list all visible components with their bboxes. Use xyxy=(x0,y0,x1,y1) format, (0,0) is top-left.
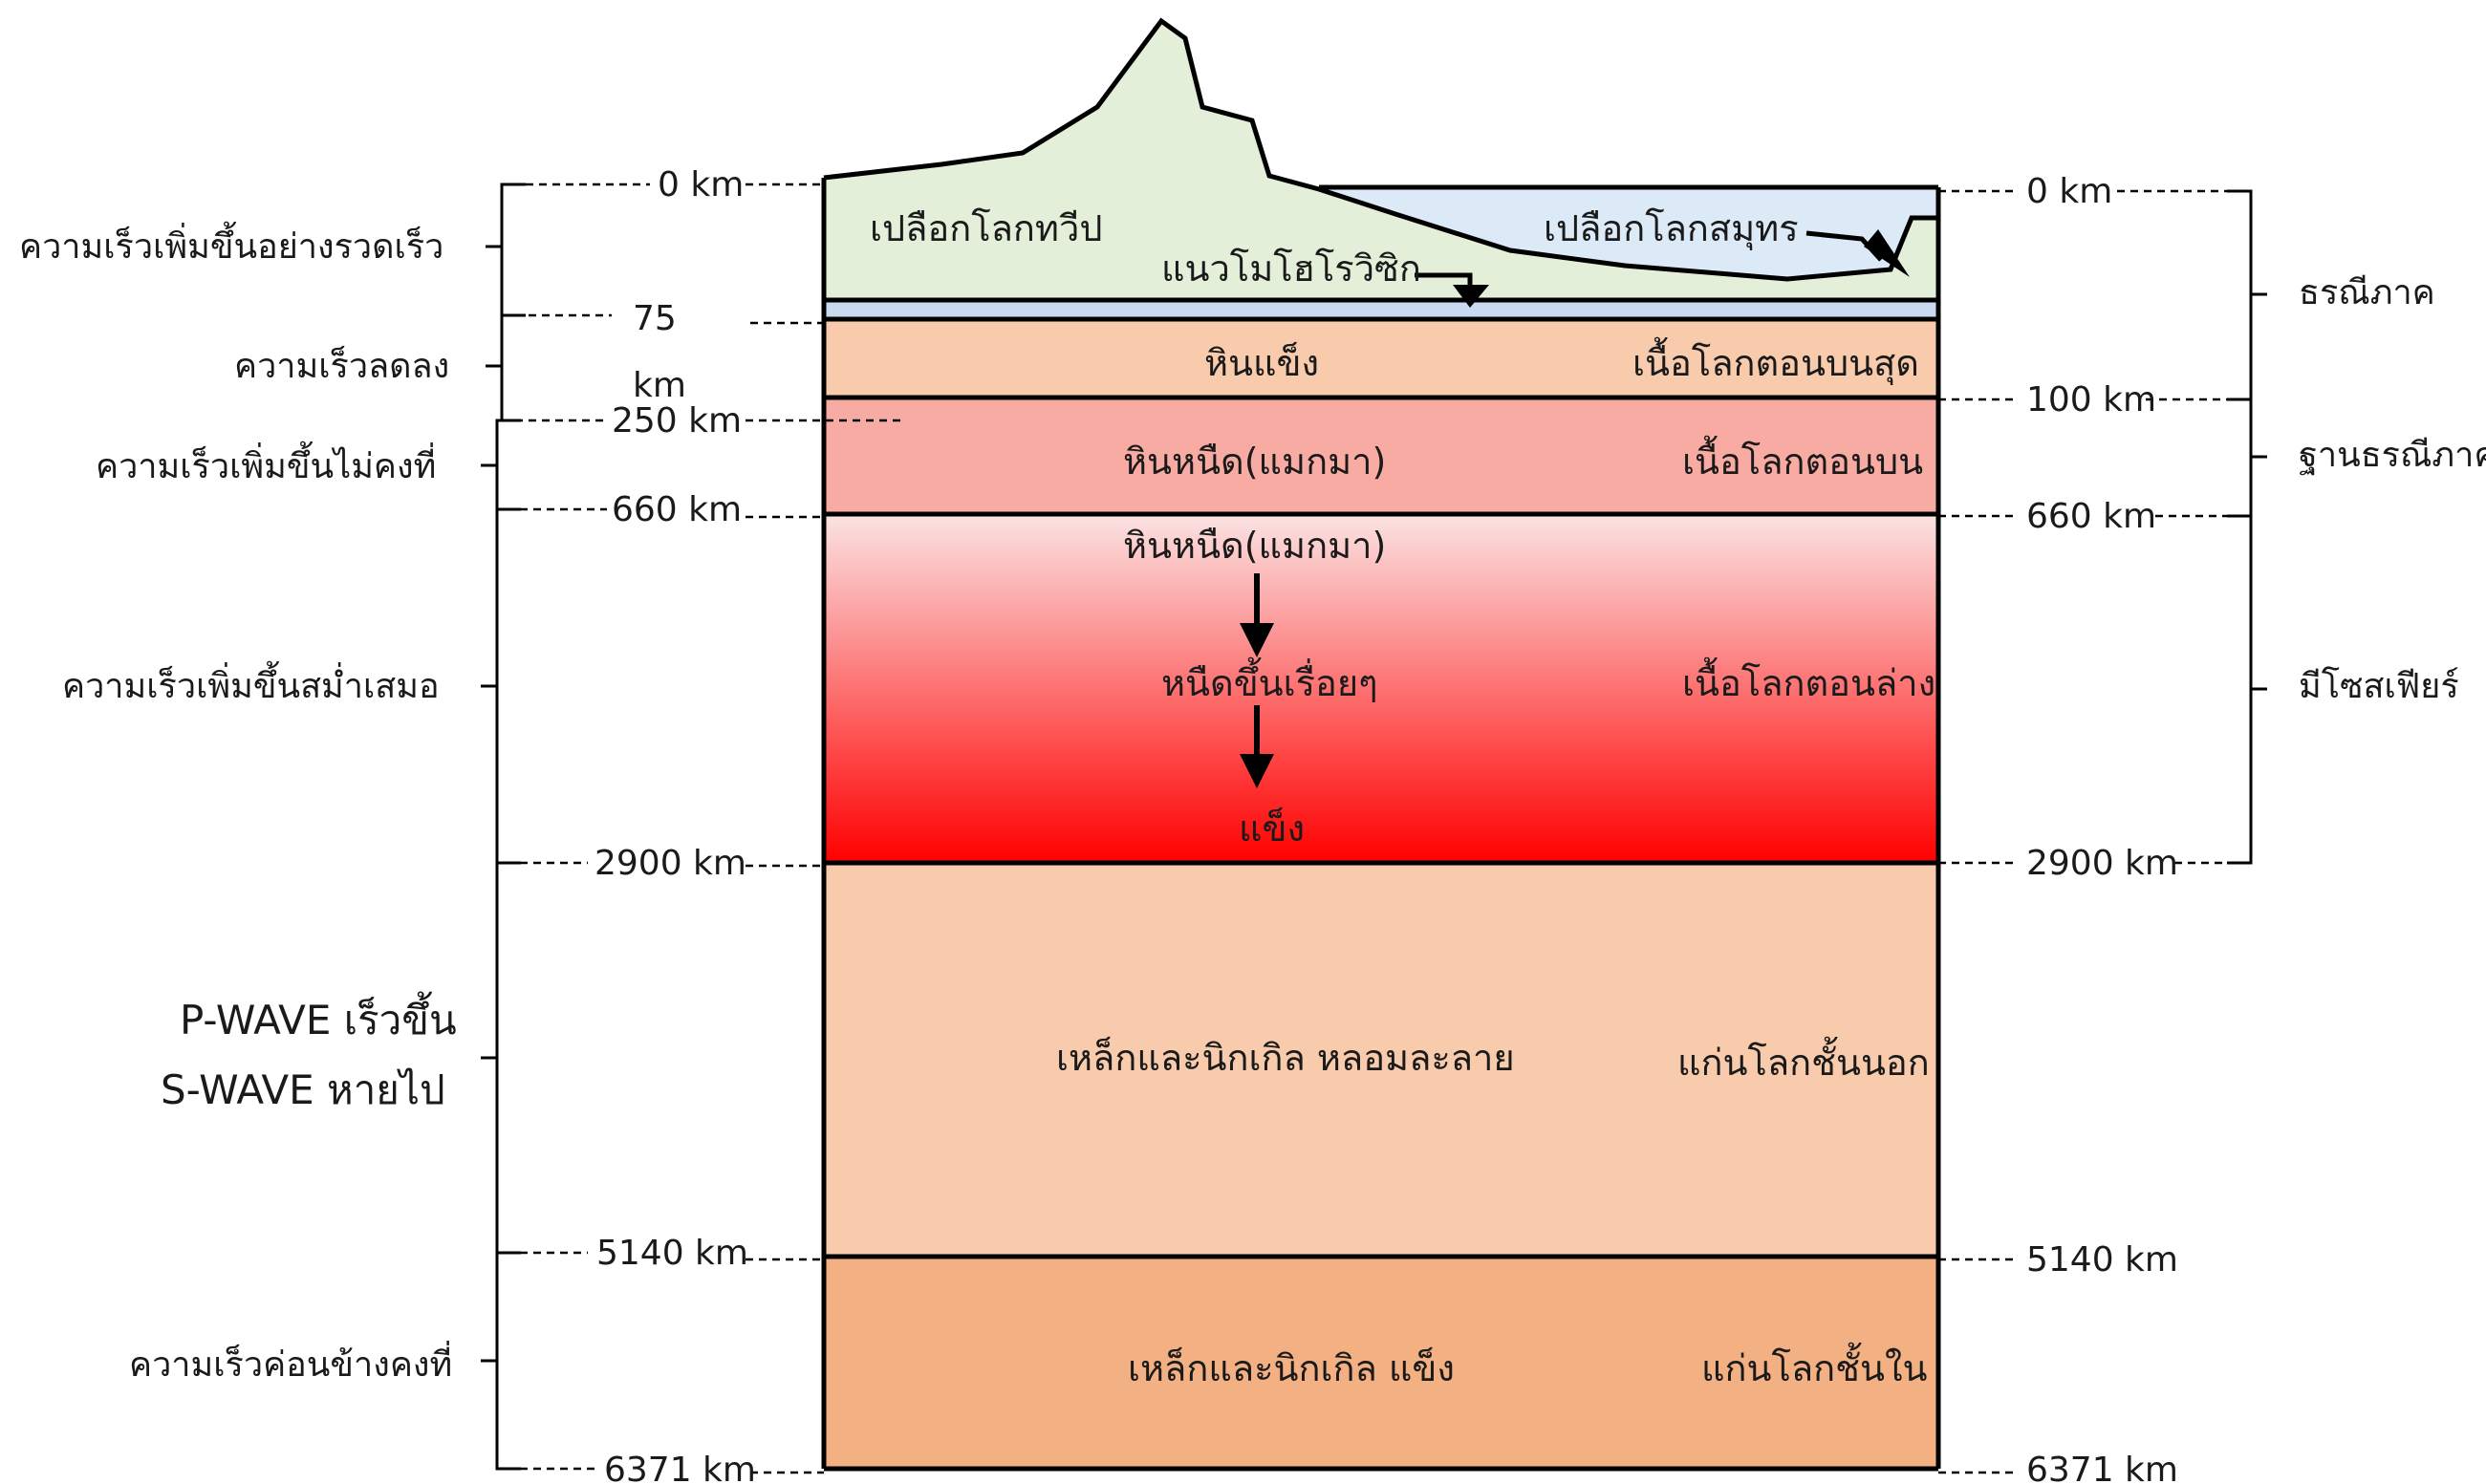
right-depth-5140: 5140 km xyxy=(2026,1240,2178,1280)
oceanic-crust-label: เปลือกโลกสมุทร xyxy=(1544,207,1799,250)
velocity-note-nearly-constant: ความเร็วค่อนข้างคงที่ xyxy=(129,1341,452,1385)
velocity-note-steady-increase: ความเร็วเพิ่มขึ้นสม่ำเสมอ xyxy=(62,660,440,706)
inner-core-label: แก่นโลกชั้นใน xyxy=(1701,1342,1928,1389)
right-depth-6371: 6371 km xyxy=(2026,1451,2178,1484)
viscous-label: หนืดขึ้นเรื่อยๆ xyxy=(1161,656,1378,704)
left-brace-5140-6371 xyxy=(481,1253,521,1469)
continental-crust-label: เปลือกโลกทวีป xyxy=(870,207,1102,249)
molten-rock-label: หินหนืด(แมกมา) xyxy=(1123,441,1386,483)
right-brace-lithosphere xyxy=(2227,191,2267,399)
lower-mantle-label: เนื้อโลกตอนล่าง xyxy=(1682,656,1935,704)
sphere-lithosphere-label: ธรณีภาค xyxy=(2299,273,2435,312)
sphere-mesosphere-label: มีโซสเฟียร์ xyxy=(2299,666,2459,706)
right-depth-660: 660 km xyxy=(2026,497,2156,536)
outer-core-material-label: เหล็กและนิกเกิล หลอมละลาย xyxy=(1056,1036,1515,1079)
upper-mantle-label: เนื้อโลกตอนบน xyxy=(1682,435,1923,483)
left-brace-75-250 xyxy=(486,315,502,420)
left-depth-6371: 6371 km xyxy=(604,1451,756,1484)
rigid-rock-label: หินแข็ง xyxy=(1204,341,1319,384)
left-brace-0-75 xyxy=(486,184,526,315)
left-brace-660-2900 xyxy=(481,509,521,863)
s-wave-note: S-WAVE หายไป xyxy=(161,1066,445,1113)
left-brace-2900-5140 xyxy=(481,863,521,1253)
uppermost-mantle-label: เนื้อโลกตอนบนสุด xyxy=(1632,336,1919,385)
left-depth-660: 660 km xyxy=(612,490,742,529)
right-depth-2900: 2900 km xyxy=(2026,844,2178,883)
left-brace-250-660 xyxy=(481,420,521,509)
solid-label: แข็ง xyxy=(1239,807,1305,850)
left-depth-75-unit: km xyxy=(633,366,686,405)
left-depth-2900: 2900 km xyxy=(594,844,746,883)
right-depth-0: 0 km xyxy=(2026,172,2112,211)
right-brace-asthenosphere xyxy=(2227,399,2267,516)
left-depth-0: 0 km xyxy=(658,165,744,204)
right-brace-mesosphere xyxy=(2227,516,2267,863)
moho-label: แนวโมโฮโรวิซิก xyxy=(1161,247,1421,290)
moho-band xyxy=(824,300,1938,319)
left-depth-5140: 5140 km xyxy=(596,1234,748,1273)
outer-core-label: แก่นโลกชั้นนอก xyxy=(1677,1036,1930,1084)
inner-core-material-label: เหล็กและนิกเกิล แข็ง xyxy=(1128,1346,1455,1389)
right-depth-100: 100 km xyxy=(2026,380,2156,419)
velocity-note-irregular-increase: ความเร็วเพิ่มขึ้นไม่คงที่ xyxy=(96,441,436,486)
left-depth-250: 250 km xyxy=(612,401,742,441)
velocity-note-rapid-increase: ความเร็วเพิ่มขึ้นอย่างรวดเร็ว xyxy=(19,221,443,267)
sphere-asthenosphere-label: ฐานธรณีภาค xyxy=(2299,436,2486,476)
velocity-note-decrease: ความเร็วลดลง xyxy=(234,344,449,386)
p-wave-note: P-WAVE เร็วขึ้น xyxy=(180,991,457,1043)
lower-molten-label: หินหนืด(แมกมา) xyxy=(1123,525,1386,567)
left-depth-75: 75 xyxy=(633,299,677,338)
